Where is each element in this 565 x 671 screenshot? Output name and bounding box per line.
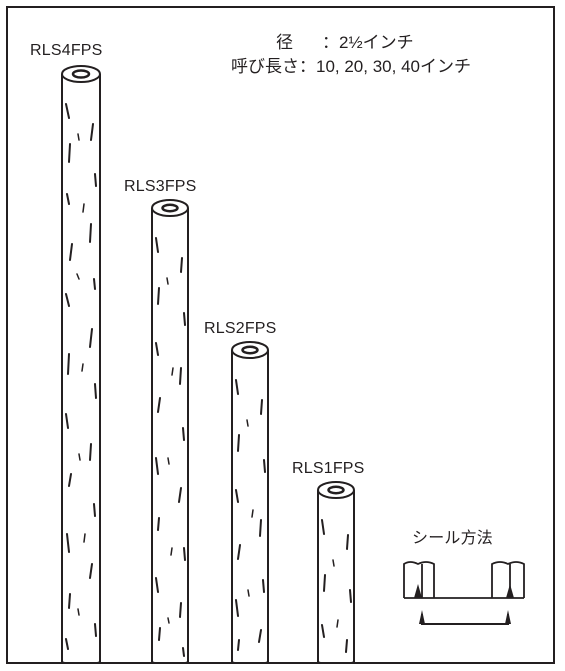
spec-length: 呼び長さ：10, 20, 30, 40インチ <box>231 52 471 77</box>
spec-diameter: 径 ：2½インチ <box>276 28 414 53</box>
filter-label-rls4fps: RLS4FPS <box>30 42 103 59</box>
seal-method-title: シール方法 <box>412 530 494 547</box>
spec-diameter-label: 径 <box>276 33 293 52</box>
spec-length-value: 10, 20, 30, 40インチ <box>316 57 471 76</box>
spec-diameter-colon: ： <box>322 33 339 52</box>
spec-length-label: 呼び長さ <box>231 57 299 76</box>
seal-method-diagram <box>403 561 525 625</box>
filter-cartridge-rls4fps <box>61 65 101 662</box>
filter-label-rls2fps: RLS2FPS <box>204 320 277 337</box>
spec-diameter-value: 2½インチ <box>339 33 414 52</box>
filter-label-rls1fps: RLS1FPS <box>292 460 365 477</box>
filter-cartridge-rls1fps <box>317 481 355 662</box>
filter-cartridge-rls2fps <box>231 341 269 662</box>
spec-length-colon: ： <box>299 57 316 76</box>
filter-cartridge-rls3fps <box>151 199 189 662</box>
filter-label-rls3fps: RLS3FPS <box>124 178 197 195</box>
figure-frame: 径：2½インチ 呼び長さ：10, 20, 30, 40インチ RLS4FPS R… <box>6 6 555 664</box>
